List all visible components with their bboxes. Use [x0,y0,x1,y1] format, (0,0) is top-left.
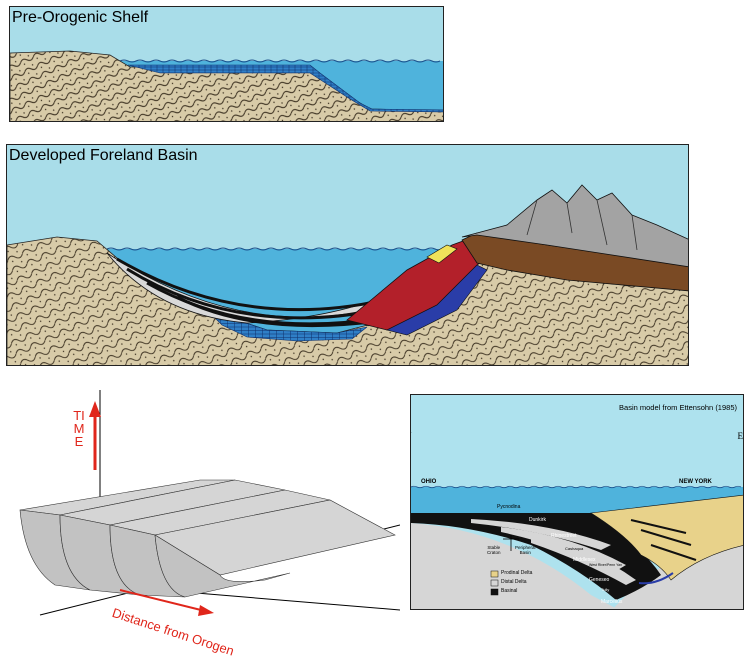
time-label: TIME [73,408,85,449]
unit-label-marcellus: Marcellus [601,599,623,605]
unit-label-geneseo: Geneseo [589,577,610,583]
west-label: W [411,431,412,441]
foreland-diagram [7,145,688,365]
legend-label-basinal: Basinal [501,588,518,594]
unit-label-westriver: West River/Penn Yan [589,563,623,567]
mountain-belt [461,184,688,268]
unit-label-tully: Tully [601,587,610,592]
basinal-shale [411,513,661,600]
unit-label-middlesex: Middlesex [573,557,596,563]
unit-label-pycnodina: Pycnodina [497,504,521,510]
shelf-title: Pre-Orogenic Shelf [12,9,149,26]
blue-clastic-wedge [386,264,488,336]
ettensohn-panel: Basin model from Ettensohn (1985) W E OH… [410,394,744,610]
basin-label: Peripheral Basin [515,545,536,555]
legend-swatch-distal [490,579,499,587]
craton-label: Stable Craton [487,545,501,555]
foreland-carbonate [206,309,368,342]
shelf-diagram [10,7,443,121]
unit-label-cashaqua: Cashaqua [565,546,584,551]
legend-label-prodelta: Prodinal Delta [501,570,533,576]
ettensohn-title: Basin model from Ettensohn (1985) [619,403,737,412]
timeline-panel: TIME Distance from Orogen [0,385,400,659]
foreland-title: Developed Foreland Basin [9,147,198,164]
ettensohn-diagram [411,395,743,609]
legend-swatch-prodelta [490,570,499,578]
legend-label-distal: Distal Delta [501,579,527,585]
distance-arrow [119,589,206,612]
east-label: E [737,431,744,441]
nearshore-sand [426,244,458,264]
newyork-label: NEW YORK [679,479,712,485]
ohio-label: OHIO [421,479,437,485]
unit-label-dunkirk: Dunkirk [529,517,546,523]
shelf-carbonate [127,64,443,113]
timeline-diagram [19,390,400,616]
shelf-panel: Pre-Orogenic Shelf [9,6,444,122]
foreland-panel: Developed Foreland Basin [6,144,689,366]
legend-swatch-basinal [490,588,499,596]
unit-label-rhinestreet: Rhinestreet [551,533,577,539]
